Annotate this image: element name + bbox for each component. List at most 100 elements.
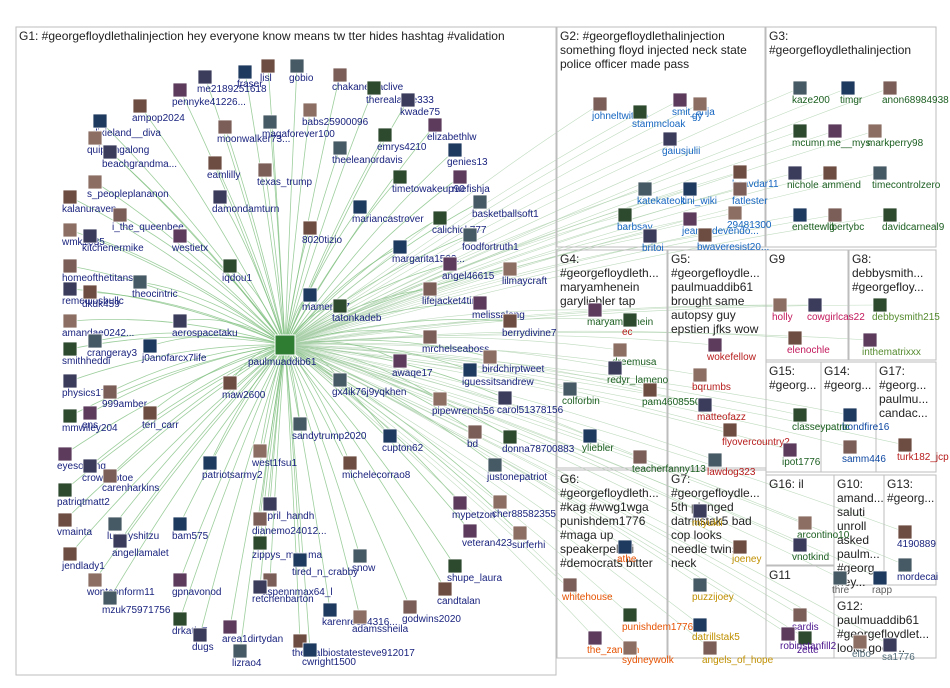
node[interactable]: smit_anja [672, 92, 715, 118]
node[interactable]: birdchirptweet [482, 349, 544, 375]
node[interactable]: theeleanordavis [332, 140, 403, 166]
node[interactable]: mrchelseaboss [422, 329, 489, 355]
node[interactable]: holly [772, 297, 793, 323]
node[interactable]: lizrao4 [232, 643, 262, 669]
node[interactable]: zippys_mamma [252, 535, 322, 561]
node[interactable]: iqdou1 [222, 258, 252, 284]
node[interactable]: lifejacket4tink [422, 281, 483, 307]
node[interactable]: anon68984938 [882, 80, 949, 106]
node[interactable]: 999amber [102, 384, 148, 410]
node[interactable]: dreemusa [612, 342, 657, 368]
node[interactable]: godwins2020 [402, 599, 461, 625]
node[interactable]: babs25900096 [302, 102, 369, 128]
node[interactable]: vmainta [57, 512, 92, 538]
node[interactable]: elenochle [787, 330, 830, 356]
node[interactable]: teacherfanny113 [632, 449, 706, 475]
node[interactable]: dkdk459 [82, 284, 120, 310]
node[interactable]: thre [832, 570, 850, 596]
node[interactable]: i_the_queenbee [112, 207, 184, 233]
node[interactable]: yliebler [582, 428, 614, 454]
node[interactable]: rapp [872, 570, 892, 596]
node[interactable]: johneltwitero [591, 96, 649, 122]
node[interactable]: cupton62 [382, 428, 424, 454]
node[interactable]: adamssheila [352, 609, 409, 635]
node[interactable]: bondfire16 [842, 407, 890, 433]
node[interactable]: arcontino10 [797, 515, 850, 541]
node[interactable]: inthematrixxx [862, 332, 921, 358]
node[interactable]: lawdog323 [707, 452, 756, 478]
node[interactable]: aerospacetaku [172, 313, 238, 339]
node[interactable]: davidcarneal9 [882, 207, 945, 233]
node[interactable]: elizabethlw [427, 117, 477, 143]
node[interactable]: ampop2024 [132, 98, 185, 124]
node[interactable]: britoi [642, 228, 664, 254]
node[interactable]: mypetzon [452, 495, 495, 521]
node[interactable]: iguessitsandrew [462, 362, 534, 388]
node[interactable]: bd [467, 424, 483, 450]
node[interactable]: westietx [171, 228, 208, 254]
node[interactable]: remediosbullc [62, 281, 124, 307]
node[interactable]: kitchenermike [82, 228, 144, 254]
node[interactable]: mamere17 [302, 287, 350, 313]
node[interactable]: moonwalker73... [217, 119, 290, 145]
node[interactable]: joeney [731, 539, 761, 565]
node[interactable]: angel46615 [442, 256, 495, 282]
node[interactable]: mmwiley204 [62, 408, 118, 434]
node[interactable]: justonepatriot [486, 457, 547, 483]
node[interactable]: kaze200 [792, 80, 830, 106]
node[interactable]: classeypatric [792, 407, 850, 433]
node[interactable]: tatonkadeb [332, 298, 382, 324]
node[interactable]: flyovercountry2 [722, 422, 790, 448]
node[interactable]: fraser [237, 64, 263, 90]
node[interactable]: west1fsu1 [251, 443, 297, 469]
node[interactable]: s_peopleplananon [87, 174, 169, 200]
node[interactable]: pam46085508 [642, 382, 706, 408]
node[interactable]: dixieland__diva [92, 113, 161, 139]
node[interactable]: ec [622, 312, 638, 338]
node[interactable]: awaqe17 [392, 353, 433, 379]
node[interactable]: crangeray3 [87, 333, 137, 359]
node[interactable]: miyukii [692, 503, 723, 529]
node[interactable]: mariancastrover [352, 199, 424, 225]
node[interactable]: snow [352, 548, 376, 574]
node[interactable]: april_handh [262, 496, 314, 522]
node[interactable]: turk182_jcp [897, 437, 949, 463]
node[interactable]: jendlady1 [61, 546, 105, 572]
node[interactable]: kwade75 [400, 92, 440, 118]
node[interactable]: j0anofarcx7life [141, 338, 207, 364]
node[interactable]: sandytrump2020 [292, 416, 367, 442]
node[interactable]: retchenbarton [252, 579, 314, 605]
node[interactable]: homeofthetitans [62, 258, 133, 284]
node[interactable]: magaforever100 [262, 114, 335, 140]
node[interactable]: donna78700883 [502, 429, 575, 455]
node[interactable]: dianemo24012... [252, 511, 327, 537]
node[interactable]: texas_trump [257, 162, 312, 188]
node[interactable]: pennyke41226... [172, 82, 246, 108]
node[interactable]: pipewrench56 [432, 391, 495, 417]
node[interactable]: mordecai [897, 557, 938, 583]
node[interactable]: berrydivine7 [502, 313, 557, 339]
node[interactable]: datrillstak5 [692, 617, 740, 643]
node[interactable]: bam575 [172, 516, 209, 542]
node[interactable]: therealalice333 [366, 80, 434, 106]
node[interactable]: jeannedevendo... [681, 211, 759, 237]
node[interactable]: kalanuraven [62, 189, 116, 215]
node[interactable]: 29481300 [727, 205, 772, 231]
node[interactable]: timetowakeup90 [392, 169, 465, 195]
node[interactable]: fatlester [732, 181, 768, 207]
node[interactable]: puzzijoey [692, 577, 734, 603]
node[interactable]: melissalong [472, 295, 525, 321]
node[interactable]: patriotsarmy2 [202, 455, 263, 481]
node[interactable]: wokefellow [706, 337, 757, 363]
node[interactable]: patriqtmatt2 [57, 482, 110, 508]
node[interactable]: gpnavonod [172, 572, 222, 598]
node[interactable]: sa1776 [882, 637, 915, 663]
node[interactable]: cwright1500 [302, 642, 356, 668]
node[interactable]: lisl [260, 58, 276, 84]
node[interactable]: veteran423 [462, 523, 512, 549]
node[interactable]: luvmyshitzu [107, 516, 159, 542]
node[interactable]: markperry98 [867, 123, 924, 149]
node[interactable]: smithheddi [62, 341, 110, 367]
node[interactable]: maw2600 [222, 375, 266, 401]
node[interactable]: robinstanfill2 [780, 626, 837, 652]
